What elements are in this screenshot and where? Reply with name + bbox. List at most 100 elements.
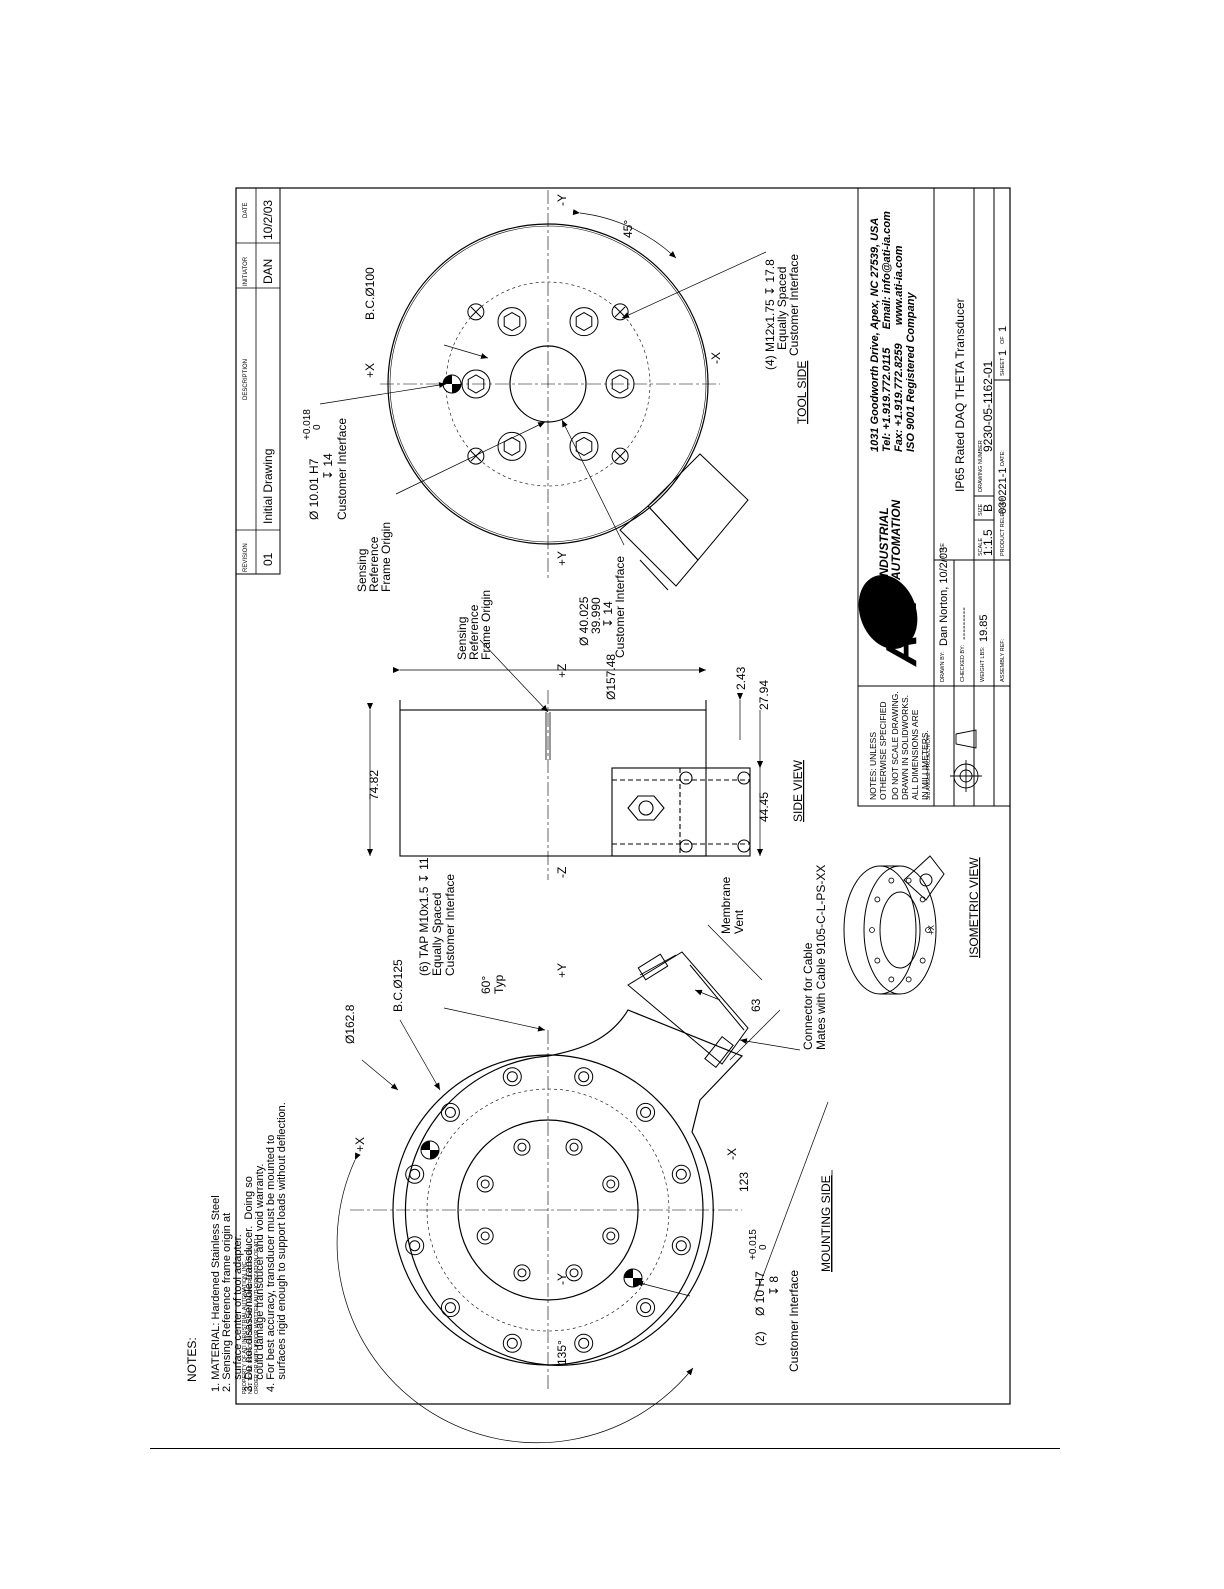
- mounting-hole-bore: [444, 1106, 456, 1118]
- mount-dim-123: 123: [737, 1172, 751, 1192]
- tb-projection: 3rd ANGLE PROJECTION: [926, 735, 932, 800]
- logo-line1: INDUSTRIAL: [877, 507, 891, 580]
- svg-text:0: 0: [758, 1244, 769, 1250]
- rev-initiator: DAN: [261, 259, 275, 284]
- tool-threaded-hole: [467, 303, 485, 321]
- iso-hole: [905, 877, 912, 884]
- svg-text:ISO 9001 Registered Company: ISO 9001 Registered Company: [905, 292, 917, 452]
- side-bore-spec: Ø 40.025: [577, 596, 591, 646]
- tool-bolt-hole: [569, 431, 599, 461]
- mounting-hole: [574, 1067, 594, 1087]
- svg-text:DRAWING NUMBER: DRAWING NUMBER: [978, 440, 984, 492]
- svg-text:1. MATERIAL: Hardened Stainles: 1. MATERIAL: Hardened Stainless Steel: [210, 1195, 222, 1392]
- mounting-hole: [636, 1298, 656, 1318]
- mount-membrane-vent: Membrane: [719, 876, 733, 934]
- svg-text:Reference: Reference: [367, 536, 381, 592]
- iso-hole: [919, 896, 926, 903]
- inner-hole-bore: [480, 1231, 490, 1241]
- tool-holes-spec: (4) M12x1.75 ↧ 17.8: [763, 259, 777, 370]
- iso-hole: [869, 927, 875, 933]
- tool-axis-py: +Y: [555, 551, 569, 566]
- svg-text:SCALE: SCALE: [978, 538, 984, 556]
- logo-line2: AUTOMATION: [889, 499, 903, 581]
- rev-number: 01: [261, 552, 275, 566]
- mounting-side-view: [336, 924, 829, 1444]
- mounting-hole-bore: [409, 1168, 421, 1180]
- inner-hole: [513, 1264, 531, 1282]
- svg-text:3. Do not disassemble transduc: 3. Do not disassemble transducer. Doing …: [243, 1176, 255, 1392]
- tool-hole-cross: [614, 306, 626, 318]
- inner-hole-bore: [606, 1179, 616, 1189]
- tool-bolt-hole: [461, 369, 491, 399]
- tb-drawing-number: 9230-05-1162-01: [981, 360, 995, 452]
- svg-text:IN MILLIMETERS.: IN MILLIMETERS.: [920, 730, 930, 800]
- mount-dim-63: 63: [749, 998, 763, 1012]
- tool-bolt-head: [611, 374, 629, 394]
- mounting-hole: [671, 1236, 691, 1256]
- svg-text:↧ 8: ↧ 8: [767, 1276, 781, 1296]
- tool-bc-dim: B.C.Ø100: [363, 267, 377, 320]
- tool-threaded-hole: [611, 447, 629, 465]
- isometric-view-title: ISOMETRIC VIEW: [967, 857, 981, 958]
- svg-text:Tel: +1.919.772.0115 Emai: Tel: +1.919.772.0115 Email: info@ati-ia.…: [881, 211, 893, 452]
- inner-hole: [476, 1175, 494, 1193]
- inner-hole-bore: [569, 1142, 579, 1152]
- mounting-hole: [574, 1333, 594, 1353]
- inner-hole-bore: [569, 1268, 579, 1278]
- tool-side-view: [319, 190, 767, 591]
- title-block: [857, 187, 1011, 807]
- inner-hole-bore: [517, 1142, 527, 1152]
- mount-angle-60: 60°: [479, 976, 493, 994]
- mounting-hole-bore: [675, 1240, 687, 1252]
- mount-pin-qty: (2): [753, 1331, 767, 1346]
- tool-axis-ny: -Y: [555, 194, 569, 206]
- tool-angle-45: 45°: [621, 220, 635, 238]
- tool-side-title: TOOL SIDE: [795, 361, 809, 424]
- tool-bolt-head: [575, 312, 593, 332]
- side-dim-7482: 74.82: [367, 770, 381, 800]
- inner-hole-bore: [517, 1268, 527, 1278]
- tool-axis-nx: -X: [709, 352, 723, 364]
- svg-text:Customer Interface: Customer Interface: [443, 874, 457, 976]
- tool-threaded-hole: [467, 447, 485, 465]
- inner-hole-bore: [480, 1179, 490, 1189]
- side-view-title: SIDE VIEW: [791, 759, 805, 822]
- mounting-hole-bore: [578, 1071, 590, 1083]
- rev-date: 10/2/03: [261, 200, 275, 240]
- tb-checked-by: ---------: [958, 607, 970, 640]
- svg-text:SHEET: SHEET: [1000, 357, 1006, 376]
- svg-text:Reference: Reference: [467, 604, 481, 660]
- svg-text:surface center of tool adapter: surface center of tool adapter.: [232, 1234, 244, 1392]
- svg-text:OF: OF: [1000, 336, 1006, 344]
- svg-text:Frame Origin: Frame Origin: [379, 522, 393, 592]
- mounting-hole-bore: [506, 1337, 518, 1349]
- mount-axis-ny: -Y: [555, 1273, 569, 1285]
- tb-title: IP65 Rated DAQ THETA Transducer: [953, 298, 967, 492]
- tb-weight: 19.85: [978, 614, 990, 642]
- side-dim-4445: 44.45: [757, 792, 771, 822]
- tool-bolt-head: [503, 312, 521, 332]
- tool-bolt-head: [467, 374, 485, 394]
- svg-text:Typ: Typ: [492, 974, 506, 994]
- svg-text:4. For best accuracy, transduc: 4. For best accuracy, transducer must be…: [265, 1135, 277, 1392]
- logo-mark: ATI: [877, 598, 926, 667]
- svg-text:PROPERTY OF ATI INDUSTRIAL AUT: PROPERTY OF ATI INDUSTRIAL AUTOMATION, I…: [242, 1259, 248, 1394]
- side-view: [399, 690, 751, 880]
- tb-sheet-of: 1: [997, 326, 1009, 332]
- svg-text:39.990: 39.990: [589, 597, 603, 634]
- rev-header-description: DESCRIPTION: [243, 359, 249, 400]
- mounting-hole: [502, 1333, 522, 1353]
- rev-header-date: DATE: [243, 202, 249, 218]
- mount-od-dim: Ø162.8: [343, 1004, 357, 1044]
- inner-hole-bore: [606, 1231, 616, 1241]
- svg-text:ASSEMBLY REF:: ASSEMBLY REF:: [1000, 638, 1006, 682]
- projection-symbol: [950, 729, 982, 792]
- svg-text:↧ 14: ↧ 14: [601, 601, 615, 628]
- svg-text:DATE:: DATE:: [1000, 450, 1006, 466]
- iso-hole: [888, 976, 895, 983]
- svg-text:ORDER OR WITH PRIOR WRITTEN AU: ORDER OR WITH PRIOR WRITTEN AUTHORIZATIO…: [254, 1237, 260, 1394]
- mounting-hole: [405, 1164, 425, 1184]
- tool-bolt-hole: [605, 369, 635, 399]
- iso-hole: [905, 976, 912, 983]
